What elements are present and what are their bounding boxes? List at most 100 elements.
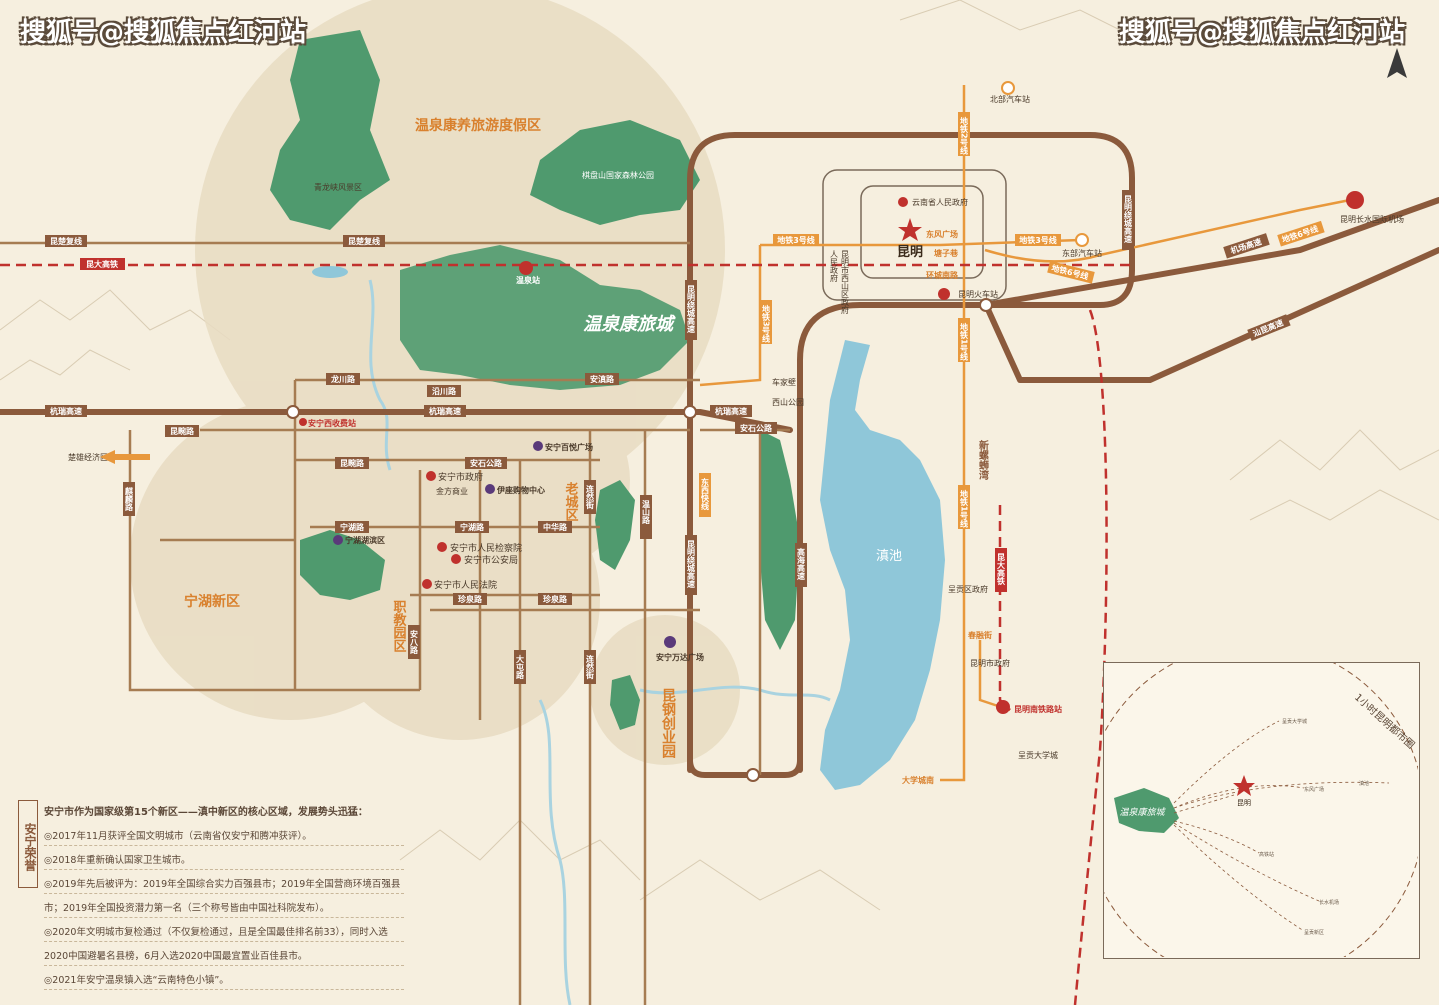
mall-icon-baiyue — [533, 441, 543, 451]
place-renmin-gov: 人民政府 — [830, 250, 839, 283]
inset-label: 呈贡新区 — [1304, 929, 1324, 936]
inset-label: 长水机场 — [1319, 899, 1339, 906]
svg-text:中华路: 中华路 — [543, 522, 568, 532]
place-chagang: 车家壁 — [772, 377, 796, 387]
svg-text:昆明绕城高速: 昆明绕城高速 — [687, 284, 696, 334]
inset-label: 呈贡大学城 — [1282, 718, 1307, 725]
svg-text:麒麟路: 麒麟路 — [124, 486, 134, 512]
kunming-city-ring — [822, 169, 1007, 301]
badge-metro1-b: 地铁1号线 — [958, 485, 970, 529]
place-anning-west: 安宁西收费站 — [308, 418, 356, 428]
badge-ring-3: 昆明绕城高速 — [685, 535, 697, 595]
inset-kunming-star-icon — [1233, 775, 1255, 796]
badge-daitun: 大屯路 — [514, 650, 526, 684]
procuratorate-icon — [437, 542, 447, 552]
place-airport: 昆明长水国际机场 — [1340, 214, 1404, 224]
svg-text:昆畹路: 昆畹路 — [170, 426, 195, 436]
place-anning-gov: 安宁市政府 — [438, 471, 483, 483]
court-icon — [422, 579, 432, 589]
svg-text:地铁6号线: 地铁6号线 — [1281, 223, 1320, 244]
badge-ring-2: 昆明绕城高速 — [1122, 190, 1134, 250]
badge-lianran-1: 连然街 — [584, 480, 596, 514]
badge-metro3-a: 地铁3号线 — [773, 234, 819, 246]
svg-text:珍泉路: 珍泉路 — [458, 594, 483, 604]
svg-text:汕昆高速: 汕昆高速 — [1251, 317, 1284, 338]
svg-text:宁湖路: 宁湖路 — [340, 522, 365, 532]
badge-ninghu: 宁湖路 — [335, 521, 369, 533]
svg-text:安石公路: 安石公路 — [740, 423, 773, 433]
honor-line: 2020中国避暑名县榜，6月入选2020中国最宜置业百佳县市。 — [44, 948, 404, 966]
badge-yanchuan: 沿川路 — [427, 385, 461, 397]
svg-text:昆楚复线: 昆楚复线 — [50, 236, 82, 246]
kunming-star-icon — [898, 218, 922, 241]
svg-text:杭瑞高速: 杭瑞高速 — [429, 406, 461, 416]
rivers — [368, 279, 831, 1005]
east-bus-icon — [1075, 233, 1089, 247]
honors-title: 安宁市作为国家级第15个新区——滇中新区的核心区域，发展势头迅猛： — [44, 807, 368, 818]
place-xishan-park: 西山公园 — [772, 397, 804, 407]
svg-text:昆大高铁: 昆大高铁 — [86, 259, 118, 269]
svg-text:地铁1号线: 地铁1号线 — [960, 322, 969, 362]
svg-text:地铁3号线: 地铁3号线 — [1019, 235, 1057, 245]
inset-title: 1小时昆明都市圈 — [1352, 691, 1417, 752]
svg-text:昆畹路: 昆畹路 — [340, 458, 365, 468]
interchange-icon-4 — [746, 768, 760, 782]
svg-text:安石公路: 安石公路 — [470, 458, 503, 468]
place-xishan-gov: 昆明市西山区政府 — [841, 250, 850, 315]
badge-kunda: 昆大高铁 — [80, 258, 125, 270]
badge-kunwan-2: 昆畹路 — [335, 457, 369, 469]
badge-longchuan: 龙川路 — [326, 373, 360, 385]
svg-text:珍泉路: 珍泉路 — [543, 594, 568, 604]
svg-text:机场高速: 机场高速 — [1229, 236, 1263, 255]
place-yihui: 伊座购物中心 — [496, 485, 545, 495]
wenquan-station-icon — [519, 261, 533, 275]
inset-label: 滇池 — [1359, 780, 1369, 787]
gov-icon-anning — [426, 471, 436, 481]
badge-kunchu-1: 昆楚复线 — [45, 235, 87, 247]
badge-zhenquan-1: 珍泉路 — [453, 593, 487, 605]
green-areas — [270, 30, 800, 730]
project-label: 温泉康旅城 — [583, 314, 676, 335]
badge-hangrui-1: 杭瑞高速 — [45, 405, 87, 417]
oldtown-label: 老城区 — [563, 481, 580, 522]
badge-shanhuan: 汕昆高速 — [1247, 314, 1291, 342]
place-north-bus: 北部汽车站 — [990, 94, 1030, 104]
interchange-icon-3 — [979, 298, 993, 312]
kungang-label: 昆钢创业园 — [660, 688, 677, 759]
place-ninghu-bay: 宁湖湖滨区 — [345, 535, 385, 545]
svg-text:地铁6号线: 地铁6号线 — [1051, 263, 1090, 282]
svg-text:宁湖路: 宁湖路 — [460, 522, 485, 532]
honor-line: ◎2021年安宁温泉镇入选“云南特色小镇”。 — [44, 972, 404, 990]
inset-map-canvas: 1小时昆明都市圈 温泉康旅城 昆明 呈贡大学城 东风广场 滇池 高铁站 长水机场… — [1083, 642, 1425, 984]
svg-text:昆大高铁: 昆大高铁 — [997, 552, 1006, 586]
interchange-icon-1 — [286, 405, 300, 419]
badge-anba: 安八路 — [408, 625, 420, 659]
inset-map: 1小时昆明都市圈 温泉康旅城 昆明 呈贡大学城 东风广场 滇池 高铁站 长水机场… — [1083, 642, 1425, 984]
place-yunnan-gov: 云南省人民政府 — [912, 197, 968, 207]
mall-icon-wanda — [664, 636, 676, 648]
place-kunming-south: 昆明南铁路站 — [1014, 704, 1062, 714]
badge-lianran-2: 连然街 — [584, 650, 596, 684]
badge-zhenquan-2: 珍泉路 — [538, 593, 572, 605]
honor-line: 市；2019年全国投资潜力第一名（三个称号皆由中国社科院发布）。 — [44, 900, 404, 918]
place-chunrong: 春融街 — [968, 630, 992, 640]
resort-label: 温泉康养旅游度假区 — [415, 117, 541, 134]
badge-anjiang: 安滇路 — [585, 373, 619, 385]
kunming-label: 昆明 — [897, 244, 923, 260]
badge-anshi-1: 安石公路 — [465, 457, 507, 469]
badge-dongxi: 东西快线 — [699, 473, 711, 517]
svg-text:大屯路: 大屯路 — [515, 654, 525, 680]
watermark-left: 搜狐号@搜狐焦点红河站 — [20, 18, 307, 48]
badge-kunwan: 昆畹路 — [165, 425, 199, 437]
badge-metro1: 地铁1号线 — [958, 318, 970, 362]
inset-kunming-label: 昆明 — [1237, 799, 1251, 807]
inset-project-area — [1114, 788, 1179, 833]
watermark-right: 搜狐号@搜狐焦点红河站 — [1118, 18, 1405, 48]
honor-line: ◎2019年先后被评为：2019年全国综合实力百强县市；2019年全国营商环境百… — [44, 876, 404, 894]
place-wanda: 安宁万达广场 — [656, 652, 704, 662]
police-icon — [451, 554, 461, 564]
place-labels: 青龙峡风景区 棋盘山国家森林公园 温泉站 安宁西收费站 云南省人民政府 东风广场… — [68, 94, 1404, 785]
place-baiyue: 安宁百悦广场 — [545, 442, 593, 452]
mall-icon-yihui — [485, 484, 495, 494]
